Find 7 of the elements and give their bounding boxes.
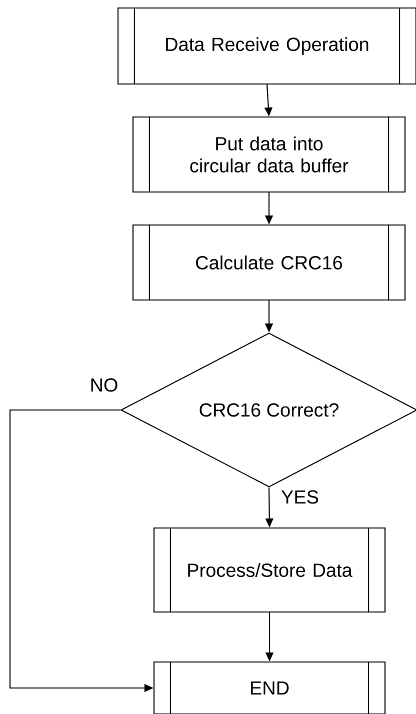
process-box: Data Receive Operation: [117, 7, 416, 85]
edge-label: YES: [280, 489, 320, 505]
process-box: END: [153, 661, 386, 714]
process-box: Calculate CRC16: [132, 224, 406, 301]
process-box: Put data into circular data buffer: [132, 116, 406, 193]
process-box: Process/Store Data: [153, 527, 386, 613]
edge-label: NO: [88, 377, 120, 393]
